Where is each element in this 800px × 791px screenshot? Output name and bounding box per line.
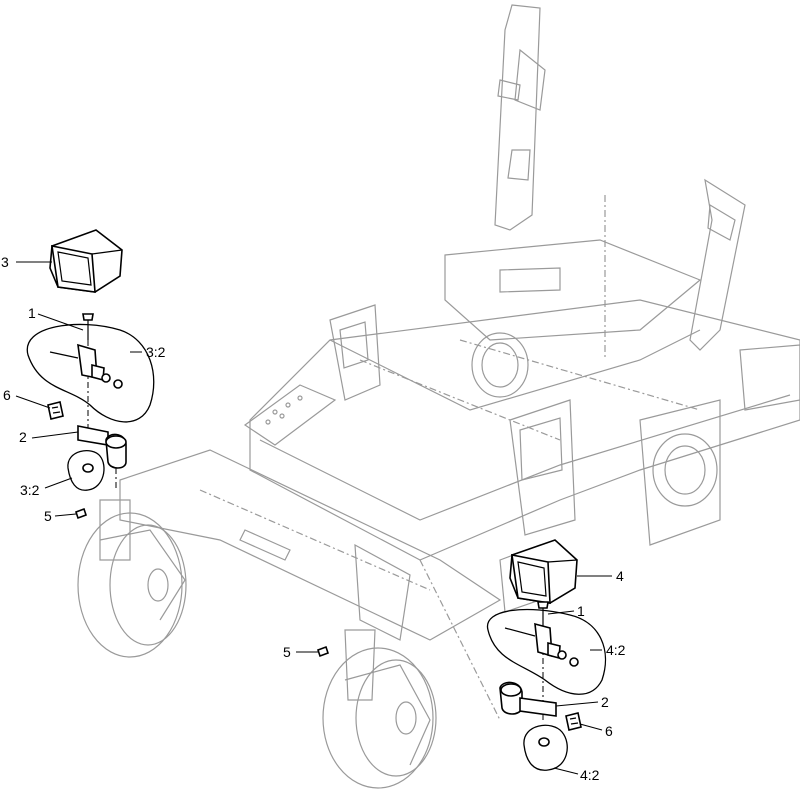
hardware-kit-4-2-upper [487, 608, 607, 695]
mount-bracket-right [499, 681, 557, 717]
callout-1-left: 1 [28, 305, 36, 321]
callout-5-left: 5 [44, 508, 52, 524]
callout-5-middle: 5 [283, 644, 291, 660]
callout-6-left: 6 [3, 387, 11, 403]
callout-1-right: 1 [577, 603, 585, 619]
callout-4-right: 4 [616, 568, 624, 584]
hardware-kit-4-2-lower [523, 724, 568, 771]
screw-left [74, 507, 88, 520]
connector-left [47, 401, 64, 420]
screw-middle [316, 645, 330, 658]
mount-bracket-left [77, 425, 127, 490]
callout-3-2-lower: 3:2 [20, 482, 40, 498]
callout-4-2-upper: 4:2 [606, 642, 626, 658]
connector-right [565, 712, 582, 731]
leader-lines [15, 261, 612, 775]
hardware-kit-3-2-lower [67, 450, 105, 491]
mower-frame [77, 4, 800, 789]
callout-3-2-upper: 3:2 [146, 344, 166, 360]
callout-4-2-lower: 4:2 [580, 767, 600, 783]
headlight-right [509, 539, 578, 604]
headlight-left [49, 229, 123, 293]
callout-6-right: 6 [605, 723, 613, 739]
callout-2-right: 2 [601, 694, 609, 710]
hardware-kit-3-2-upper [26, 323, 155, 423]
callout-3-top: 3 [1, 254, 9, 270]
callout-2-left: 2 [19, 429, 27, 445]
callout-labels: 3 1 3:2 6 2 3:2 5 4 1 4:2 5 2 6 4:2 [1, 254, 626, 783]
bolt-left [82, 313, 94, 340]
